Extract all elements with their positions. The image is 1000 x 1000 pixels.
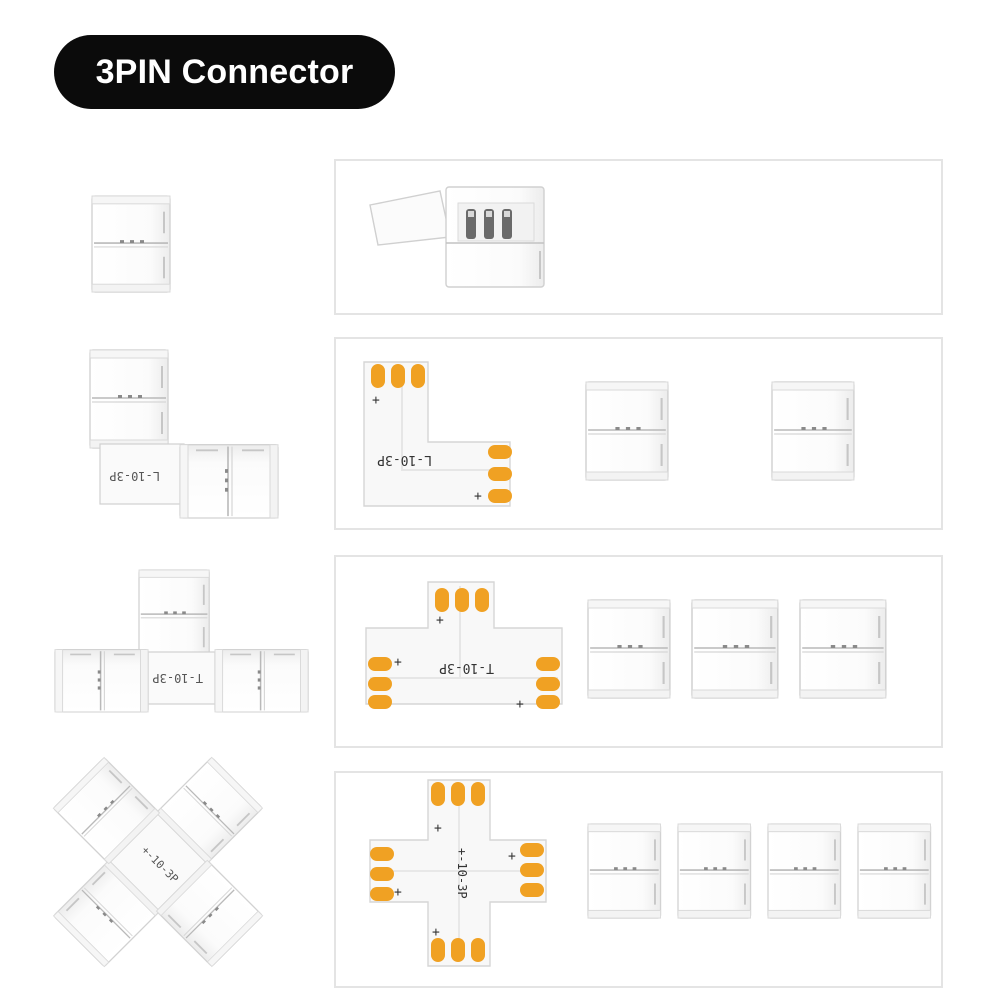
l-board-label: L-10-3P (377, 452, 432, 467)
title-badge: 3PIN Connector (54, 35, 395, 109)
l-row-spare-connector-2 (770, 380, 855, 482)
x-row-spare-connector-4 (857, 823, 932, 920)
t-connector-assembled-image: T-10-3P (54, 569, 310, 713)
x-board-plus-top: + (434, 821, 442, 836)
x-board-label: +-10-3P (455, 848, 469, 899)
x-connector-assembled-image: +-10-3P (52, 756, 264, 968)
t-board-label: T-10-3P (439, 660, 494, 675)
x-row-spare-connector-1 (587, 823, 662, 920)
x-connector-board: + + + + +-10-3P (369, 779, 547, 967)
t-board-plus-top: + (436, 613, 444, 628)
page-title: 3PIN Connector (95, 52, 354, 91)
t-connector-board: + + + T-10-3P (365, 581, 563, 712)
l-row-spare-connector-1 (584, 380, 669, 482)
svg-text:T-10-3P: T-10-3P (152, 671, 203, 685)
t-board-plus-right: + (516, 697, 524, 712)
t-row-spare-connector-2 (690, 598, 779, 700)
l-connector-assembled-image: L-10-3P (89, 349, 279, 519)
l-connector-board: + + L-10-3P (363, 361, 512, 507)
t-row-spare-connector-3 (798, 598, 887, 700)
x-row-spare-connector-2 (677, 823, 752, 920)
l-board-plus-top: + (372, 393, 380, 408)
t-row-spare-connector-1 (586, 598, 671, 700)
straight-connector-image (91, 195, 171, 294)
x-row-spare-connector-3 (767, 823, 842, 920)
x-board-plus-bottom: + (432, 925, 440, 940)
x-board-plus-right: + (508, 849, 516, 864)
open-clip-connector-image (369, 186, 545, 288)
svg-text:L-10-3P: L-10-3P (109, 469, 160, 483)
t-board-plus-left: + (394, 655, 402, 670)
l-board-plus-right: + (474, 489, 482, 504)
x-board-plus-left: + (394, 885, 402, 900)
